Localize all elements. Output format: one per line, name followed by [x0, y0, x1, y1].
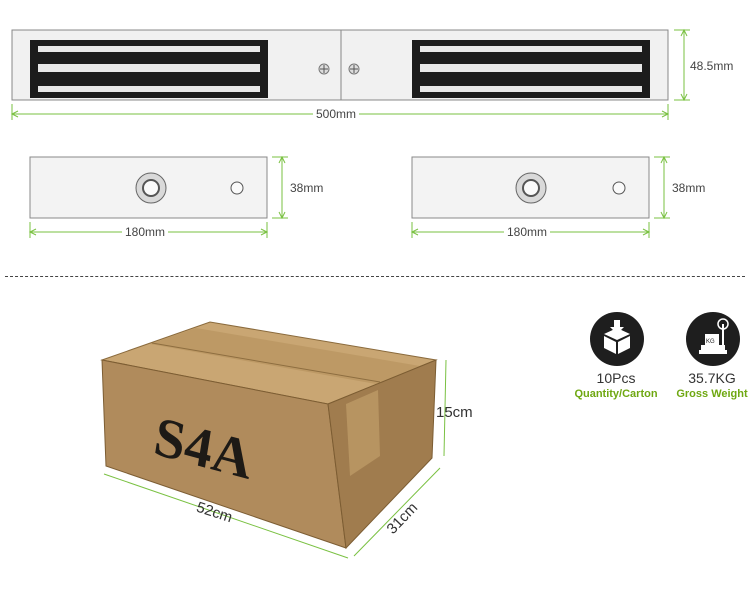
- quantity-value: 10Pcs: [596, 370, 636, 386]
- weighing-scale-icon: KG: [686, 312, 740, 366]
- pin-hole-icon: [230, 181, 244, 195]
- carton-flap-seam: [151, 342, 381, 383]
- svg-text:KG: KG: [706, 339, 715, 345]
- right-magnet-coil: [412, 40, 650, 98]
- height-dimension-line: [674, 28, 690, 102]
- plate-width-label: 180mm: [504, 225, 551, 239]
- length-label: 500mm: [313, 107, 360, 121]
- plate-height-label: 38mm: [672, 181, 706, 195]
- pin-hole-icon: [612, 181, 626, 195]
- quantity-caption: Quantity/Carton: [574, 388, 658, 400]
- plate-height-dimension: [654, 155, 670, 220]
- plate-width-label: 180mm: [122, 225, 169, 239]
- plate-height-dimension: [272, 155, 288, 220]
- plate-height-label: 38mm: [290, 181, 324, 195]
- mounting-hole-icon: [515, 172, 547, 204]
- carton-side-tape: [346, 390, 380, 476]
- carton-height-dimension: [443, 359, 447, 457]
- left-magnet-coil: [30, 40, 268, 98]
- carton-length-dimension: [103, 473, 349, 559]
- screw-icon: [318, 63, 330, 75]
- box-download-icon: [590, 312, 644, 366]
- weight-value: 35.7KG: [688, 370, 736, 386]
- screw-icon: [348, 63, 360, 75]
- carton-width-dimension: [353, 467, 441, 557]
- section-divider: [5, 276, 745, 277]
- weight-caption: Gross Weight: [676, 388, 748, 400]
- height-label: 48.5mm: [690, 59, 734, 73]
- carton-tape: [150, 328, 420, 384]
- mounting-hole-icon: [135, 172, 167, 204]
- carton-height-label: 15cm: [436, 404, 473, 421]
